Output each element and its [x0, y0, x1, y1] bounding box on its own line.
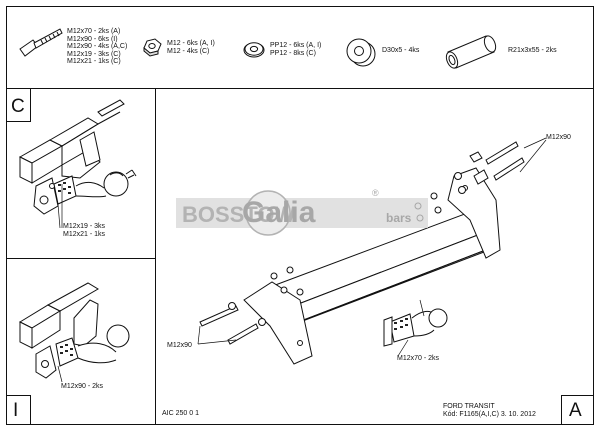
washer-icon	[243, 42, 265, 58]
product-code: Kód: F1165(A,I,C) 3. 10. 2012	[443, 411, 536, 418]
main-bolt-label-left: M12x90	[167, 342, 192, 349]
main-towbar-drawing	[197, 137, 547, 365]
registered-mark: ®	[372, 188, 379, 198]
nut-list: M12 - 6ks (A, I) M12 - 4ks (C)	[167, 40, 215, 55]
panel-i-bolt-label: M12x90 - 2ks	[61, 383, 104, 390]
sleeve-spec: R21x3x55 - 2ks	[508, 47, 557, 54]
panel-c-bolt-label: M12x19 - 3ks	[63, 223, 106, 230]
panel-c-hitch-drawing	[18, 99, 137, 229]
watermark-suffix-text: bars	[386, 211, 412, 225]
watermark-brand-text: BOSSTOW	[182, 202, 296, 227]
bolt-spec: M12x90 - 6ks (I)	[67, 35, 118, 43]
main-bolt-label-top-right: M12x90	[546, 134, 571, 141]
panel-i-letter: I	[13, 400, 19, 421]
bolt-spec: M12x90 - 4ks (A,C)	[67, 43, 128, 51]
panel-a-letter: A	[569, 400, 582, 421]
panel-c-bolt-label: M12x21 - 1ks	[63, 230, 106, 238]
spacer-washer-icon	[346, 38, 376, 67]
panel-c-letter: C	[11, 96, 25, 117]
panel-c-bolt-labels: M12x19 - 3ks M12x21 - 1ks	[63, 223, 105, 238]
watermark-logo-text: Galia	[242, 196, 316, 229]
bolt-spec: M12x19 - 3ks (C)	[67, 50, 121, 58]
panel-i-hitch-drawing	[18, 282, 130, 383]
nut-spec: M12 - 6ks (A, I)	[167, 40, 215, 47]
main-ball-bolt-label: M12x70 - 2ks	[397, 355, 440, 362]
washer-spec: PP12 - 6ks (A, I)	[270, 42, 322, 49]
watermark-logo: BOSSTOW Galia bars ®	[176, 188, 428, 236]
spacer-washer-spec: D30x5 - 4ks	[382, 47, 420, 54]
bolt-icon	[19, 28, 63, 57]
nut-icon	[143, 38, 162, 57]
bolt-list: M12x70 - 2ks (A) M12x90 - 6ks (I) M12x90…	[67, 28, 127, 66]
drawing-code: AIC 250 0 1	[162, 410, 199, 417]
nut-spec: M12 - 4ks (C)	[167, 47, 210, 55]
drawing-frame	[6, 6, 594, 425]
bolt-spec: M12x70 - 2ks (A)	[67, 28, 121, 35]
sleeve-icon	[445, 35, 497, 69]
washer-list: PP12 - 6ks (A, I) PP12 - 8ks (C)	[270, 42, 321, 57]
bolt-spec: M12x21 - 1ks (C)	[67, 58, 121, 66]
vehicle-name: FORD TRANSIT	[443, 403, 495, 410]
washer-spec: PP12 - 8ks (C)	[270, 49, 316, 57]
